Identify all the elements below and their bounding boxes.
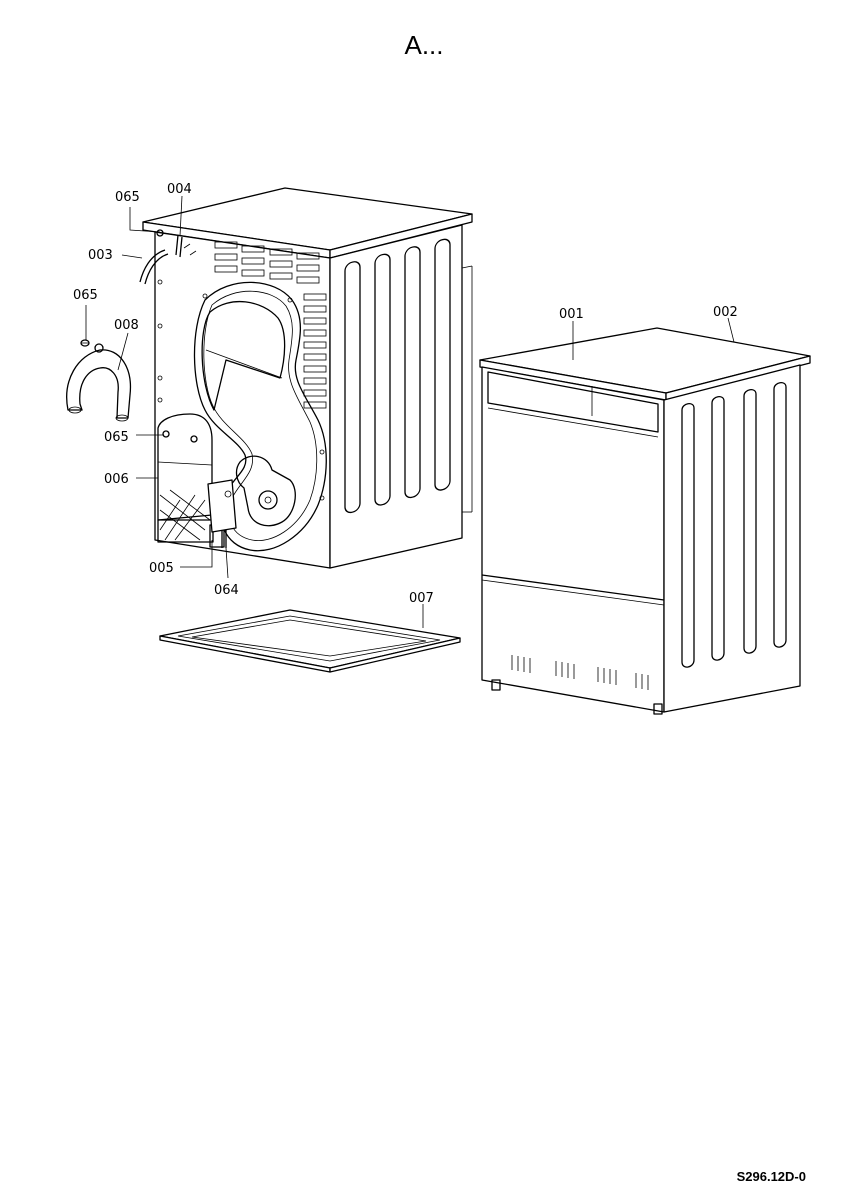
part-007-base-tray <box>159 609 461 673</box>
callout-006: 006 <box>104 472 129 487</box>
callout-064: 064 <box>214 583 239 598</box>
motor-mount <box>235 455 296 527</box>
drum-rear-cover <box>193 281 327 552</box>
callout-065: 065 <box>104 430 129 445</box>
callout-007: 007 <box>409 591 434 606</box>
rear-side-panel <box>329 224 463 569</box>
front-side-ribs <box>681 382 787 668</box>
part-002-side-panel <box>663 364 801 713</box>
callout-065: 065 <box>115 190 140 205</box>
callout-004: 004 <box>167 182 192 197</box>
appliance-front-view <box>479 327 811 715</box>
part-001-front-panel <box>481 366 665 713</box>
front-plinth-vents <box>511 655 649 690</box>
appliance-rear-view <box>142 187 473 569</box>
frame-screws <box>157 279 325 501</box>
rear-side-ribs <box>344 238 451 514</box>
rear-side-vents <box>303 293 327 409</box>
rear-top-vents <box>214 241 320 284</box>
leader-lines <box>85 195 735 628</box>
part-008-hose-guide <box>66 343 132 422</box>
part-003-power-cord <box>139 249 169 285</box>
part-065-screw-top <box>156 229 164 237</box>
drawing-reference-code: S296.12D-0 <box>736 1169 806 1184</box>
callout-008: 008 <box>114 318 139 333</box>
page-title: A... <box>404 30 444 60</box>
callout-003: 003 <box>88 248 113 263</box>
part-004-cable-clamp <box>175 234 197 258</box>
callout-065: 065 <box>73 288 98 303</box>
callout-005: 005 <box>149 561 174 576</box>
callout-001: 001 <box>559 307 584 322</box>
part-064-cover-plate <box>207 479 237 548</box>
callout-labels: 065 004 003 065 008 065 006 005 064 007 … <box>73 182 738 606</box>
part-006-pump-housing <box>157 413 214 543</box>
callout-002: 002 <box>713 305 738 320</box>
part-065-screw-small <box>80 339 90 347</box>
drum-window <box>201 300 286 411</box>
